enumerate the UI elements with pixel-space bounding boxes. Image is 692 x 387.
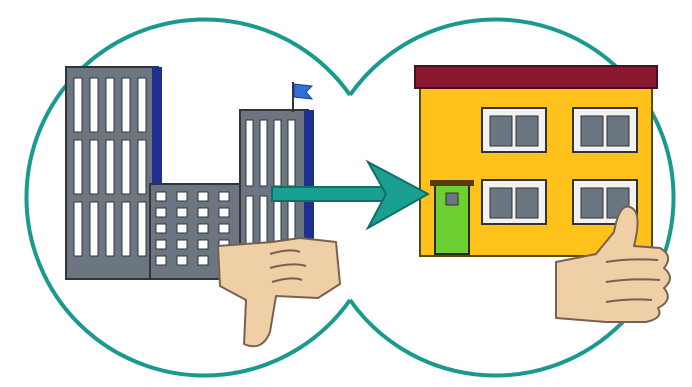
house-icon bbox=[414, 65, 658, 257]
flag-icon bbox=[293, 83, 314, 100]
building-window bbox=[176, 207, 188, 218]
building-window bbox=[197, 191, 209, 202]
building-window bbox=[73, 77, 83, 133]
building-window bbox=[287, 119, 296, 187]
house-roof bbox=[414, 65, 658, 89]
building-window bbox=[105, 77, 115, 133]
building-window bbox=[137, 139, 147, 195]
house-window-bottom-right bbox=[572, 179, 638, 225]
house-window-bottom-left bbox=[481, 179, 547, 225]
building-window bbox=[137, 77, 147, 133]
building-window bbox=[121, 139, 131, 195]
left-circle-outline bbox=[24, 17, 352, 378]
building-window bbox=[155, 239, 167, 250]
building-window bbox=[105, 201, 115, 257]
thumbs-down-icon bbox=[217, 237, 341, 348]
building-window bbox=[155, 223, 167, 234]
building-window bbox=[218, 191, 230, 202]
building-window bbox=[176, 255, 188, 266]
building-window bbox=[259, 119, 268, 187]
building-window bbox=[176, 191, 188, 202]
building-window bbox=[176, 239, 188, 250]
building-window bbox=[89, 77, 99, 133]
tower-left-windows bbox=[73, 77, 147, 257]
thumbs-up-icon bbox=[555, 205, 671, 323]
right-circle-outline bbox=[348, 17, 676, 378]
building-window bbox=[121, 201, 131, 257]
building-window bbox=[273, 119, 282, 187]
building-window bbox=[73, 139, 83, 195]
building-window bbox=[137, 201, 147, 257]
building-window bbox=[218, 207, 230, 218]
building-window bbox=[73, 201, 83, 257]
building-window bbox=[197, 255, 209, 266]
house-door-frame bbox=[430, 180, 474, 186]
house-window-top-right bbox=[572, 107, 638, 153]
building-window bbox=[197, 239, 209, 250]
building-window bbox=[197, 207, 209, 218]
arrow-right-icon bbox=[271, 159, 431, 231]
middle-block-windows bbox=[155, 191, 230, 266]
house-window-top-left bbox=[481, 107, 547, 153]
building-window bbox=[155, 191, 167, 202]
building-window bbox=[155, 207, 167, 218]
building-window bbox=[218, 223, 230, 234]
building-window bbox=[155, 255, 167, 266]
building-window bbox=[89, 201, 99, 257]
building-window bbox=[197, 223, 209, 234]
building-window bbox=[176, 223, 188, 234]
house-door-window bbox=[445, 192, 459, 206]
building-window bbox=[89, 139, 99, 195]
building-window bbox=[105, 139, 115, 195]
building-window bbox=[121, 77, 131, 133]
venn-circles bbox=[24, 17, 676, 378]
tower-left-shade bbox=[152, 67, 162, 279]
building-window bbox=[245, 119, 254, 187]
